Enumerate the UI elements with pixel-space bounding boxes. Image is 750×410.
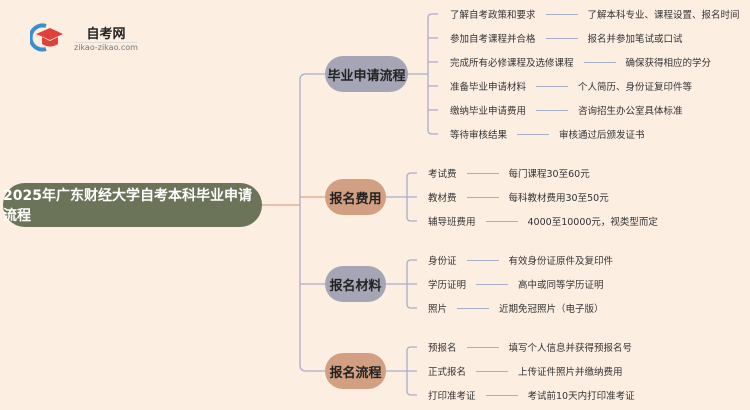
leaf-row: 学历证明 高中或同等学历证明 [428, 274, 604, 294]
leaf-detail: 报名并参加笔试或口试 [587, 34, 683, 45]
leaf-connector [466, 172, 499, 174]
leaf-connector [476, 370, 509, 372]
leaf-connector [545, 37, 578, 39]
leaf-detail: 确保获得相应的学分 [625, 58, 712, 69]
leaf-row: 缴纳毕业申请费用 咨询招生办公室具体标准 [450, 100, 683, 120]
leaf-row: 参加自考课程并合格 报名并参加笔试或口试 [450, 28, 683, 48]
leaf-connector [583, 61, 616, 63]
leaf-detail: 每科教材费用30至50元 [508, 193, 609, 204]
leaf-connector [466, 259, 499, 261]
leaf-connector [485, 394, 518, 396]
leaf-detail: 咨询招生办公室具体标准 [578, 106, 683, 117]
leaf-detail: 4000至10000元，视类型而定 [527, 217, 658, 228]
leaf-row: 了解自考政策和要求 了解本科专业、课程设置、报名时间 [450, 4, 740, 24]
branch-registration-process: 报名流程 [325, 353, 386, 389]
graduation-cap-icon [28, 22, 64, 52]
leaf-detail: 每门课程30至60元 [508, 169, 590, 180]
leaf-detail: 上传证件照片并缴纳费用 [518, 367, 623, 378]
leaf-detail: 高中或同等学历证明 [518, 280, 604, 291]
leaf-detail: 近期免冠照片（电子版） [499, 304, 604, 315]
leaf-topic: 打印准考证 [428, 391, 476, 402]
leaf-connector [485, 220, 518, 222]
leaf-row: 考试费 每门课程30至60元 [428, 163, 590, 183]
leaf-row: 等待审核结果 审核通过后颁发证书 [450, 124, 645, 144]
leaf-row: 准备毕业申请材料 个人简历、身份证复印件等 [450, 76, 692, 96]
leaf-detail: 个人简历、身份证复印件等 [578, 82, 693, 93]
leaf-row: 完成所有必修课程及选修课程 确保获得相应的学分 [450, 52, 711, 72]
leaf-row: 辅导班费用 4000至10000元，视类型而定 [428, 211, 658, 231]
leaf-connector [545, 13, 578, 15]
branch-registration-materials: 报名材料 [325, 266, 386, 302]
leaf-row: 教材费 每科教材费用30至50元 [428, 187, 609, 207]
leaf-row: 照片 近期免冠照片（电子版） [428, 298, 604, 318]
leaf-topic: 缴纳毕业申请费用 [450, 106, 527, 117]
leaf-topic: 完成所有必修课程及选修课程 [450, 58, 574, 69]
leaf-connector [517, 133, 550, 135]
leaf-connector [457, 307, 490, 309]
leaf-detail: 有效身份证原件及复印件 [508, 256, 614, 267]
leaf-row: 正式报名 上传证件照片并缴纳费用 [428, 361, 623, 381]
logo-title: 自考网 [86, 26, 126, 42]
leaf-connector [466, 346, 499, 348]
leaf-topic: 正式报名 [428, 367, 467, 378]
leaf-detail: 了解本科专业、课程设置、报名时间 [587, 10, 740, 21]
leaf-row: 打印准考证 考试前10天内打印准考证 [428, 385, 635, 405]
leaf-topic: 准备毕业申请材料 [450, 82, 527, 93]
leaf-topic: 照片 [428, 304, 448, 315]
leaf-detail: 审核通过后颁发证书 [559, 130, 645, 141]
leaf-connector [536, 85, 569, 87]
leaf-topic: 学历证明 [428, 280, 467, 291]
leaf-detail: 考试前10天内打印准考证 [527, 391, 635, 402]
leaf-topic: 等待审核结果 [450, 130, 508, 141]
leaf-topic: 身份证 [428, 256, 457, 267]
logo-url: zikao-zikao.com [74, 41, 138, 52]
leaf-connector [466, 196, 499, 198]
site-logo: 自考网 zikao-zikao.com [28, 22, 138, 52]
leaf-topic: 考试费 [428, 169, 457, 180]
leaf-topic: 辅导班费用 [428, 217, 476, 228]
leaf-topic: 了解自考政策和要求 [450, 10, 536, 21]
branch-registration-fees: 报名费用 [325, 179, 386, 215]
leaf-detail: 填写个人信息并获得预报名号 [508, 343, 633, 354]
leaf-topic: 教材费 [428, 193, 457, 204]
leaf-connector [476, 283, 509, 285]
branch-graduation-process: 毕业申请流程 [325, 56, 408, 92]
root-node: 2025年广东财经大学自考本科毕业申请流程 [3, 183, 262, 227]
leaf-row: 身份证 有效身份证原件及复印件 [428, 250, 613, 270]
leaf-connector [536, 109, 569, 111]
leaf-row: 预报名 填写个人信息并获得预报名号 [428, 337, 632, 357]
leaf-topic: 参加自考课程并合格 [450, 34, 536, 45]
leaf-topic: 预报名 [428, 343, 457, 354]
